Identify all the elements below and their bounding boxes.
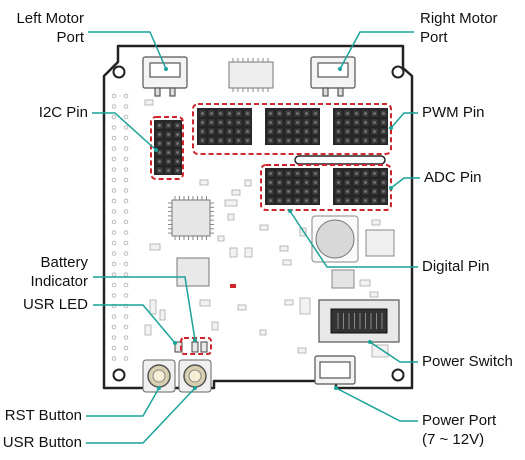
usr-button-label: USR Button xyxy=(2,434,82,451)
driver-chip xyxy=(228,61,274,89)
pwm-pin-header-1 xyxy=(197,108,252,145)
rst-button-label: RST Button xyxy=(4,407,82,424)
small-component xyxy=(331,269,355,289)
edge-pads xyxy=(111,93,129,361)
usr-button-part xyxy=(178,359,212,393)
usr-led-label: USR LED xyxy=(22,296,88,313)
power-port-label: Power Port(7 ~ 12V) xyxy=(422,412,497,448)
pin-bar xyxy=(294,155,386,165)
secondary-chip xyxy=(176,257,210,287)
i2c-pin-header xyxy=(154,120,182,175)
digital-pin-label: Digital Pin xyxy=(422,258,490,275)
power-switch-label: Power Switch xyxy=(422,353,513,370)
digital-pin-header xyxy=(265,168,320,205)
pwm-pin-header-3 xyxy=(333,108,388,145)
mounting-holes xyxy=(112,65,405,382)
adc-pin-label: ADC Pin xyxy=(424,169,482,186)
red-led xyxy=(230,284,236,288)
rst-button-part xyxy=(142,359,176,393)
pwm-pin-header-2 xyxy=(265,108,320,145)
mcu-chip xyxy=(171,199,211,237)
left-motor-connector xyxy=(142,56,188,97)
callout-lines xyxy=(86,31,420,444)
i2c-pin-label: I2C Pin xyxy=(38,104,88,121)
adc-pin-header xyxy=(333,168,388,205)
smd-parts xyxy=(144,99,389,358)
pwm-highlight xyxy=(192,103,392,155)
i2c-highlight xyxy=(150,116,184,180)
led-highlight xyxy=(180,337,212,355)
power-switch xyxy=(318,299,400,343)
buzzer xyxy=(311,215,359,263)
callout-dots xyxy=(154,67,393,390)
regulator xyxy=(365,229,395,257)
pwm-pin-label: PWM Pin xyxy=(422,104,485,121)
power-port-connector xyxy=(314,355,356,385)
